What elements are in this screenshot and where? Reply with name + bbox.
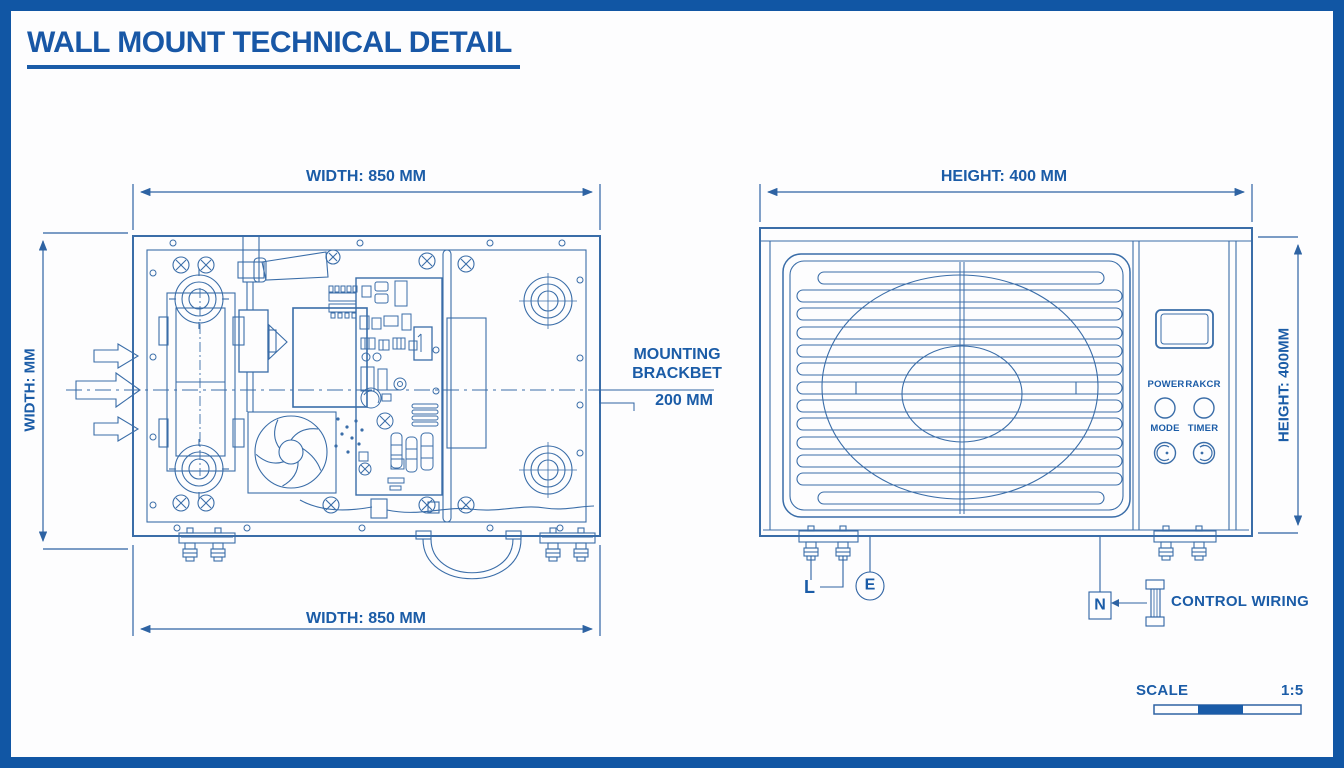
- scale-bar: [1153, 704, 1302, 715]
- mode-label: MODE: [1150, 423, 1180, 434]
- wiring-diagram: [810, 537, 1165, 627]
- dim-height-side: HEIGHT: 400MM: [1275, 327, 1293, 443]
- inlet-arrow-icon: [93, 343, 140, 369]
- mounting-bracket-callout: MOUNTING BRACKBET: [632, 345, 722, 383]
- neutral-box: [1088, 591, 1112, 620]
- bearing-boss-icon: [169, 269, 229, 499]
- drain-hose: [415, 530, 522, 580]
- duct-plate: [446, 317, 487, 449]
- internal-wires: [299, 498, 595, 519]
- scale-ratio: 1:5: [1281, 682, 1304, 699]
- plan-view-drawing: [66, 235, 714, 580]
- control-panel: [1153, 309, 1216, 465]
- motor-assembly: [158, 269, 245, 499]
- callout-line1: MOUNTING: [633, 346, 721, 363]
- earth-terminal-label: E: [864, 576, 876, 594]
- earth-symbol: [855, 571, 885, 601]
- screw-icon: [172, 249, 475, 514]
- mode-dial: [1153, 441, 1177, 465]
- dim-height-top: HEIGHT: 400 MM: [940, 168, 1068, 185]
- record-label: RAKCR: [1185, 379, 1221, 390]
- fan-icon: [247, 411, 337, 494]
- inlet-arrow-icon: [93, 416, 140, 442]
- dimension-lines: [38, 184, 1303, 636]
- callout-dimension: 200 MM: [655, 392, 713, 409]
- dim-width-side: WIDTH: MM: [21, 348, 39, 432]
- power-button: [1154, 397, 1176, 419]
- dim-width-bottom: WIDTH: 850 MM: [306, 610, 426, 627]
- front-view-drawing: [759, 227, 1253, 627]
- mounting-feet-front: [798, 525, 1217, 561]
- dim-width-top: WIDTH: 850 MM: [306, 168, 426, 185]
- display-screen: [1155, 309, 1214, 349]
- divider-bar: [442, 249, 452, 523]
- knockout-icon: [519, 273, 577, 498]
- timer-dial: [1192, 441, 1216, 465]
- inlet-arrow-icon: [75, 371, 141, 409]
- mounting-feet: [178, 527, 596, 562]
- power-label: POWER: [1147, 379, 1185, 390]
- line-terminal-label: L: [804, 577, 815, 597]
- scale-label: SCALE: [1136, 682, 1189, 699]
- pcb-board: [328, 277, 443, 496]
- neutral-terminal-label: N: [1094, 596, 1106, 614]
- fan-grille: [782, 253, 1131, 518]
- damper-assembly: [237, 235, 329, 283]
- callout-leader: [593, 389, 714, 411]
- callout-line2: BRACKBET: [632, 365, 722, 383]
- record-button: [1193, 397, 1215, 419]
- module-plate: [292, 307, 368, 408]
- control-wiring-label: CONTROL WIRING: [1171, 593, 1310, 610]
- shaft-assembly: [238, 282, 288, 412]
- solder-dots: [334, 417, 364, 454]
- page-title: WALL MOUNT TECHNICAL DETAIL: [27, 26, 520, 69]
- bolt-symbol: [1145, 579, 1165, 627]
- timer-label: TIMER: [1187, 423, 1219, 434]
